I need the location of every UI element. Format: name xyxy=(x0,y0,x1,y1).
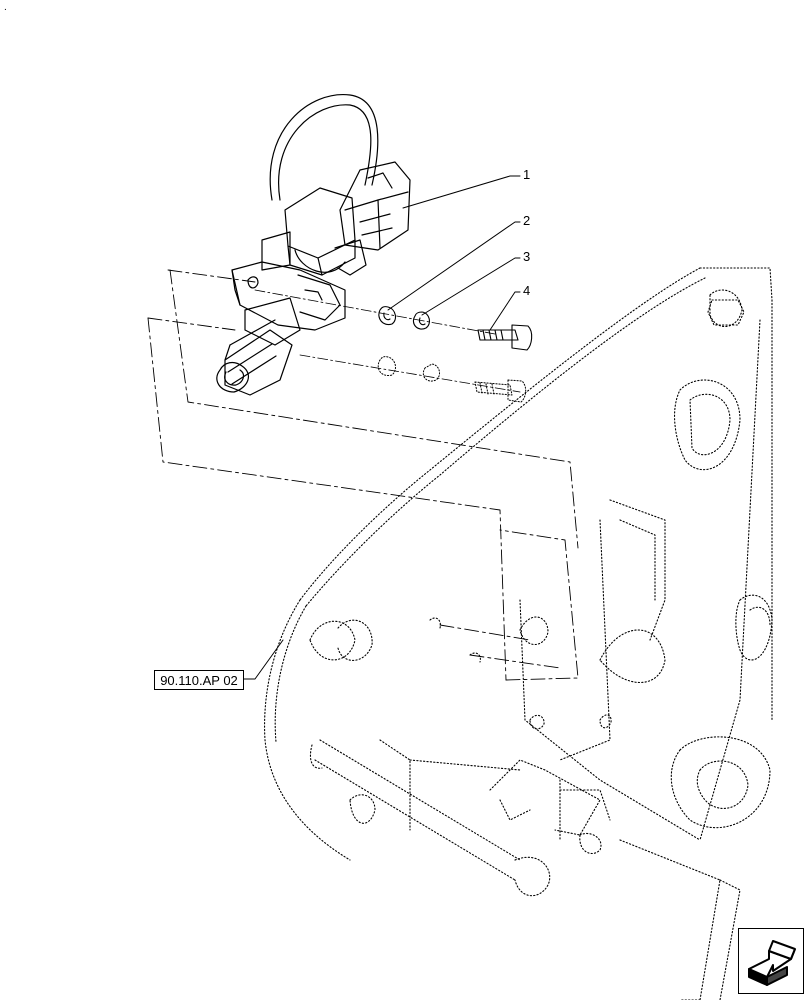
solenoid-valve xyxy=(216,94,411,396)
next-page-button[interactable] xyxy=(738,928,804,994)
lock-washer-part-3 xyxy=(412,311,431,330)
assembly-axis-lines xyxy=(254,289,521,393)
reference-label: 90.110.AP 02 xyxy=(160,672,238,688)
callout-3: 3 xyxy=(523,249,531,264)
reference-link-box[interactable]: 90.110.AP 02 xyxy=(154,670,244,690)
mounting-plate-outline xyxy=(147,269,579,681)
leader-lines xyxy=(241,175,521,680)
next-page-arrow-icon xyxy=(748,940,796,986)
callout-4: 4 xyxy=(523,283,531,298)
callout-1: 1 xyxy=(523,167,531,182)
corner-mark: . xyxy=(4,2,7,13)
chassis-frame xyxy=(264,267,773,1000)
bolt-lower xyxy=(474,379,527,403)
callout-2: 2 xyxy=(523,213,531,228)
washer-lower xyxy=(377,356,440,382)
washer-part-2 xyxy=(378,306,397,326)
bolt-part-4 xyxy=(477,324,533,351)
